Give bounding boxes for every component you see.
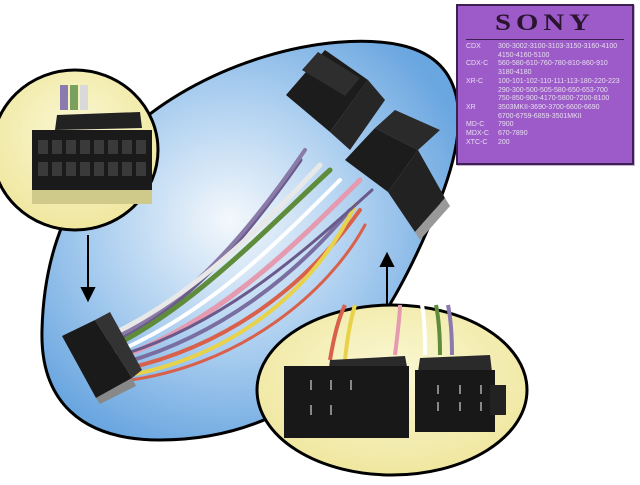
model-numbers: 670-7890 <box>498 130 528 138</box>
model-numbers: 200 <box>498 138 510 146</box>
model-row: MDX-C 670-7890 <box>466 130 628 139</box>
model-name: XR <box>466 103 476 111</box>
arrow-down-icon <box>80 235 96 303</box>
model-row: 6700-6759-6859-3501MKII <box>466 113 628 122</box>
inset-iso-closeup <box>255 303 529 477</box>
model-numbers: 7900 <box>498 121 514 129</box>
model-name <box>466 52 498 61</box>
model-name: CDX-C <box>466 60 489 68</box>
divider <box>466 39 624 40</box>
model-name: CDX <box>466 43 481 50</box>
model-list: CDX 300-3002-3100-3103-3150-3160-4100 415… <box>466 43 628 147</box>
model-row: 3180-4180 <box>466 69 628 78</box>
model-numbers: 750-850-900-4170-5800-7200-8100 <box>498 95 610 103</box>
model-numbers: 4150-4160-5100 <box>498 51 550 59</box>
model-name: XTC-C <box>466 138 488 146</box>
model-name: MDX-C <box>466 130 489 138</box>
model-numbers: 560-580-610-760-780-810-860-910 <box>498 60 608 68</box>
model-row: MD-C 7900 <box>466 121 628 130</box>
model-name: MD-C <box>466 121 485 129</box>
model-row: CDX 300-3002-3100-3103-3150-3160-4100 <box>466 43 628 52</box>
iso-connector-b <box>345 110 450 240</box>
iso-connector-a <box>286 50 385 150</box>
model-numbers: 100-101-102-110-111-113-180-220-223 <box>498 77 620 85</box>
sony-16-pin-connector <box>62 312 142 404</box>
model-numbers: 3180-4180 <box>498 69 532 77</box>
inset-16-pin-closeup <box>0 68 160 232</box>
brand-logo: SONY <box>495 10 595 35</box>
model-name <box>466 87 498 96</box>
model-row: 4150-4160-5100 <box>466 52 628 61</box>
model-row: XR 3503MKII-3690-3700-6600-6690 <box>466 104 628 113</box>
model-numbers: 6700-6759-6859-3501MKII <box>498 112 582 120</box>
model-name <box>466 95 498 104</box>
model-name: XR-C <box>466 77 484 85</box>
model-numbers: 3503MKII-3690-3700-6600-6690 <box>498 103 600 111</box>
wire-bundle <box>92 148 374 384</box>
sony-compatibility-label: SONY CDX 300-3002-3100-3103-3150-3160-410… <box>456 4 634 165</box>
model-name <box>466 113 498 122</box>
model-numbers: 300-3002-3100-3103-3150-3160-4100 <box>498 43 618 50</box>
model-row: CDX-C 560-580-610-760-780-810-860-910 <box>466 60 628 69</box>
model-row: XTC-C 200 <box>466 139 628 148</box>
model-row: 290-300-500-505-580-650-653-700 <box>466 87 628 96</box>
model-row: XR-C 100-101-102-110-111-113-180-220-223 <box>466 78 628 87</box>
model-name <box>466 69 498 78</box>
model-row: 750-850-900-4170-5800-7200-8100 <box>466 95 628 104</box>
model-numbers: 290-300-500-505-580-650-653-700 <box>498 86 608 94</box>
